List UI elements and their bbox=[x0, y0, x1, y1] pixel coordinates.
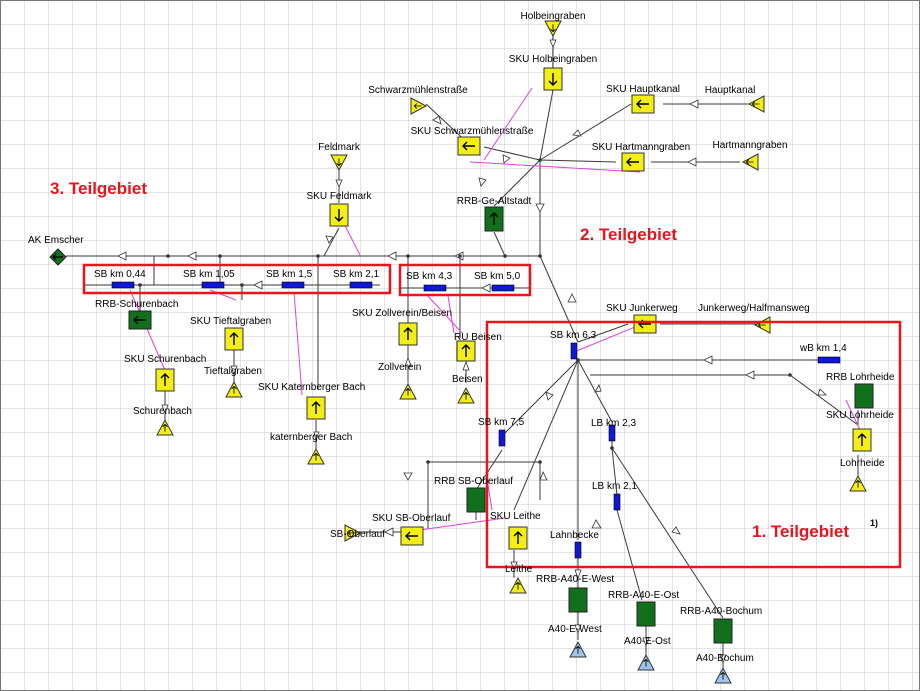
inflow-nodes bbox=[156, 20, 867, 684]
area-frames bbox=[82, 263, 902, 569]
label-sku-katernberger: SKU Katernberger Bach bbox=[258, 382, 365, 393]
label-sku-lohrheide: SKU Lohrheide bbox=[826, 410, 894, 421]
gauge-nodes bbox=[111, 281, 841, 559]
label-lb-21: LB km 2,1 bbox=[592, 481, 637, 492]
area-1-frame bbox=[485, 320, 902, 569]
label-schurenbach: Schurenbach bbox=[133, 406, 192, 417]
label-sb-105: SB km 1,05 bbox=[183, 269, 235, 280]
label-schwarzmuehlenstrasse: Schwarzmühlenstraße bbox=[368, 85, 468, 96]
label-sb-15: SB km 1,5 bbox=[266, 269, 313, 280]
label-hauptkanal: Hauptkanal bbox=[705, 85, 756, 96]
label-sku-sb-oberlauf: SKU SB-Oberlauf bbox=[372, 513, 451, 524]
area-1-title: 1. Teilgebiet bbox=[752, 522, 849, 541]
junction-dots bbox=[138, 158, 792, 464]
area-3-title: 3. Teilgebiet bbox=[50, 179, 147, 198]
area-1-footnote: 1) bbox=[870, 518, 878, 528]
label-junkerweg: Junkerweg/Halfmansweg bbox=[698, 303, 810, 314]
rrb-boxes bbox=[128, 206, 874, 644]
label-sku-hauptkanal: SKU Hauptkanal bbox=[606, 84, 680, 95]
label-sb-oberlauf: SB-Oberlauf bbox=[330, 529, 385, 540]
label-wb-14: wB km 1,4 bbox=[799, 343, 847, 354]
label-hartmanngraben: Hartmanngraben bbox=[712, 140, 787, 151]
label-rrb-sb-oberlauf: RRB SB-Oberlauf bbox=[434, 476, 513, 487]
label-sku-hartmanngraben: SKU Hartmanngraben bbox=[592, 142, 690, 153]
label-sb-43: SB km 4,3 bbox=[406, 271, 453, 282]
label-sku-holbeingraben: SKU Holbeingraben bbox=[509, 54, 597, 65]
area-2-frame bbox=[398, 263, 532, 297]
area-2-title: 2. Teilgebiet bbox=[580, 225, 677, 244]
label-sb-63: SB km 6,3 bbox=[550, 330, 597, 341]
label-rrb-lohrheide: RRB Lohrheide bbox=[826, 372, 895, 383]
node-labels: Holbeingraben SKU Holbeingraben Schwarzm… bbox=[28, 11, 895, 664]
label-rrb-schurenbach: RRB-Schurenbach bbox=[95, 299, 178, 310]
label-sb-21: SB km 2,1 bbox=[333, 269, 380, 280]
label-tieftalgraben: Tieftalgraben bbox=[204, 366, 262, 377]
control-links bbox=[129, 87, 861, 531]
label-sku-leithe: SKU Leithe bbox=[490, 511, 541, 522]
label-leithe: Leithe bbox=[505, 564, 533, 575]
label-zollverein: Zollverein bbox=[378, 362, 421, 373]
label-sb-044: SB km 0,44 bbox=[94, 269, 146, 280]
label-a40-ost: A40-E-Ost bbox=[624, 636, 671, 647]
label-a40-bochum: A40-Bochum bbox=[696, 653, 754, 664]
label-sb-50: SB km 5,0 bbox=[474, 271, 521, 282]
label-beisen: Beisen bbox=[452, 374, 483, 385]
label-feldmark: Feldmark bbox=[318, 142, 361, 153]
outlet-node bbox=[49, 248, 67, 266]
label-sku-zollverein: SKU Zollverein/Beisen bbox=[352, 308, 452, 319]
label-lahnbecke: Lahnbecke bbox=[550, 530, 599, 541]
sku-boxes bbox=[155, 67, 872, 550]
label-sku-feldmark: SKU Feldmark bbox=[306, 191, 372, 202]
label-lohrheide: Lohrheide bbox=[840, 458, 885, 469]
label-sb-75: SB km 7,5 bbox=[478, 417, 525, 428]
label-holbeingraben: Holbeingraben bbox=[520, 11, 585, 22]
label-sku-schwarzmuehlenstrasse: SKU Schwarzmühlenstraße bbox=[411, 126, 534, 137]
label-sku-tieftalgraben: SKU Tieftalgraben bbox=[190, 316, 271, 327]
label-rrb-a40-ost: RRB-A40-E-Ost bbox=[608, 590, 679, 601]
area-3-frame bbox=[82, 263, 392, 295]
label-rrb-a40-bochum: RRB-A40-Bochum bbox=[680, 606, 762, 617]
label-ru-beisen: RU Beisen bbox=[454, 332, 502, 343]
label-sku-junkerweg: SKU Junkerweg bbox=[606, 303, 678, 314]
label-lb-23: LB km 2,3 bbox=[591, 418, 636, 429]
label-katernberger-bach: katernberger Bach bbox=[270, 432, 352, 443]
label-a40-west: A40-E-West bbox=[548, 624, 602, 635]
label-ak-emscher: AK Emscher bbox=[28, 235, 84, 246]
label-sku-schurenbach: SKU Schurenbach bbox=[124, 354, 206, 365]
label-rrb-a40-west: RRB-A40-E-West bbox=[536, 574, 614, 585]
label-rrb-ge-altstadt: RRB-Ge-Altstadt bbox=[457, 196, 532, 207]
